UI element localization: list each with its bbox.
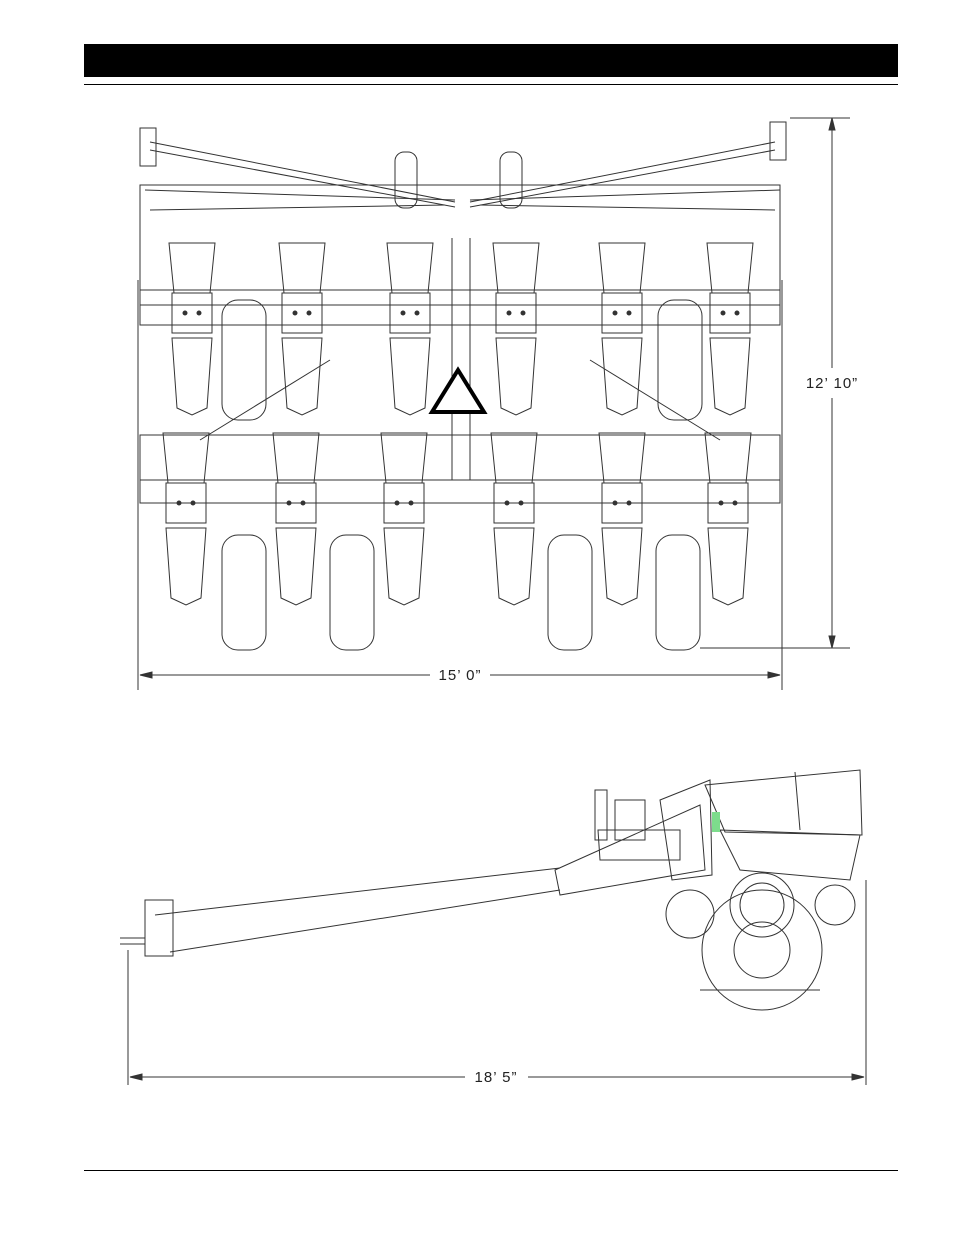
row-unit [491,433,537,605]
tires [222,300,702,650]
row-unit [273,433,319,605]
length-dimension [128,880,866,1085]
side-frame [555,770,862,895]
row-unit [599,243,645,415]
row-unit [387,243,433,415]
top-frame [140,185,780,503]
marker-arms [140,122,786,210]
row-unit [707,243,753,415]
tire [656,535,700,650]
green-decal [712,812,720,832]
row-unit [381,433,427,605]
tongue [120,868,560,956]
row-unit [493,243,539,415]
footer-rule [84,1170,898,1171]
tire [222,300,266,420]
side-view [120,770,866,1085]
row-unit [163,433,209,605]
row-units [163,243,753,605]
tire [222,535,266,650]
tire [330,535,374,650]
smv-triangle-icon [432,370,484,412]
tire [658,300,702,420]
row-unit [279,243,325,415]
depth-label: 12’ 10” [806,375,858,392]
side-wheels [666,873,855,1010]
row-unit [705,433,751,605]
top-view [138,118,850,690]
length-label: 18’ 5” [475,1069,518,1086]
width-label: 15’ 0” [439,667,482,684]
row-unit [599,433,645,605]
row-unit [169,243,215,415]
tire [548,535,592,650]
width-dimension [138,280,782,690]
